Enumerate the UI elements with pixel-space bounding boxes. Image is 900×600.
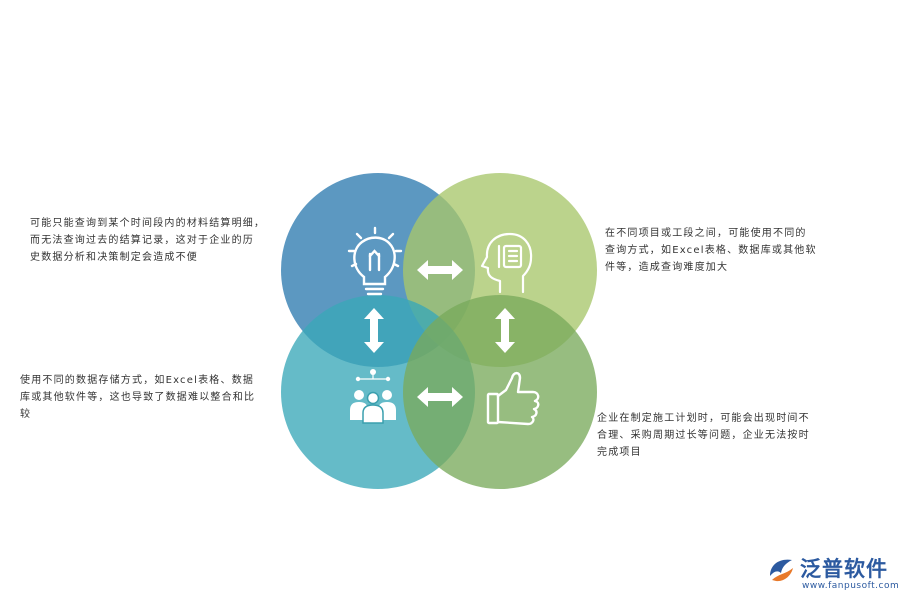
logo-mark-icon xyxy=(770,559,793,582)
brand-logo: 泛普软件 www.fanpusoft.com xyxy=(766,552,900,596)
note-top-left: 可能只能查询到某个时间段内的材料结算明细， 而无法查询过去的结算记录，这对于企业… xyxy=(30,218,266,263)
arrow-horizontal-top xyxy=(417,260,463,280)
head-gear-icon xyxy=(480,232,533,294)
note-bottom-left: 使用不同的数据存储方式，如Excel表格、数据 库或其他软件等，这也导致了数据难… xyxy=(20,375,256,420)
circle-bottom-right xyxy=(403,295,597,489)
team-icon xyxy=(350,369,396,424)
thumbs-up-icon xyxy=(486,371,540,426)
note-top-right: 在不同项目或工段之间，可能使用不同的 查询方式，如Excel表格、数据库或其他软… xyxy=(605,228,817,273)
lightbulb-icon xyxy=(347,226,403,296)
arrow-vertical-left xyxy=(364,308,384,353)
arrow-vertical-right xyxy=(495,308,515,353)
logo-url: www.fanpusoft.com xyxy=(802,581,900,591)
note-bottom-right: 企业在制定施工计划时，可能会出现时间不 合理、采购周期过长等问题，企业无法按时 … xyxy=(597,413,810,458)
logo-name: 泛普软件 xyxy=(800,557,888,581)
arrow-horizontal-bottom xyxy=(417,387,463,407)
